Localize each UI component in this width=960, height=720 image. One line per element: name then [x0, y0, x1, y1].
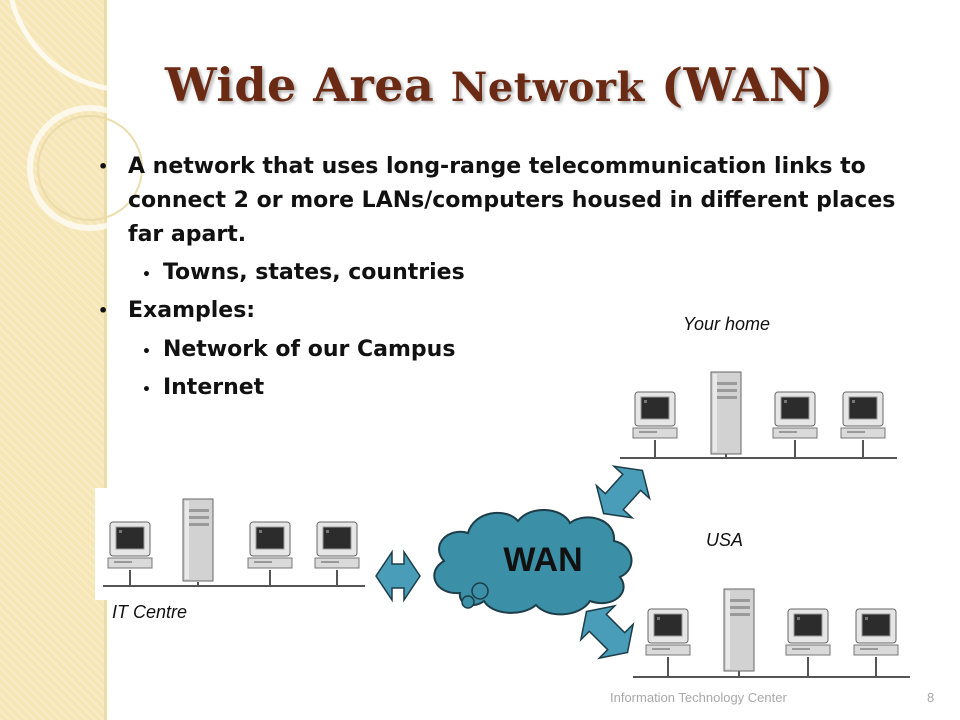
label-usa: USA — [706, 530, 744, 550]
page-number: 8 — [927, 690, 935, 705]
computer-icon — [840, 391, 886, 439]
band-edge — [104, 0, 107, 720]
lan-your-home — [620, 371, 897, 459]
computer-icon — [772, 391, 818, 439]
bullet-dot: • — [142, 344, 151, 360]
server-tower-icon — [723, 588, 755, 672]
server-tower-icon — [710, 371, 742, 455]
bullet-dot: • — [142, 267, 151, 283]
computer-icon — [632, 391, 678, 439]
bullet-dot: • — [142, 382, 151, 398]
bullet-dot: • — [98, 157, 109, 176]
double-arrow-icon — [579, 604, 635, 660]
bullet-examples: • Examples: — [98, 294, 255, 328]
bullet-examples-text: Examples: — [128, 298, 256, 323]
bullet-example-campus: • Network of our Campus — [142, 333, 455, 369]
computer-icon — [247, 521, 293, 569]
label-your-home: Your home — [683, 314, 771, 334]
bullet-example-internet-text: Internet — [162, 375, 265, 400]
lan-it-centre — [95, 488, 370, 600]
bullet-scope: • Towns, states, countries — [142, 256, 465, 292]
label-it-centre: IT Centre — [112, 602, 188, 622]
computer-icon — [314, 521, 360, 569]
wan-label: WAN — [503, 541, 582, 579]
computer-icon — [645, 608, 691, 656]
network-cable-icon — [620, 440, 897, 459]
bullet-definition: • A network that uses long-range telecom… — [98, 150, 918, 252]
network-cable-icon — [633, 657, 910, 678]
bullet-example-campus-text: Network of our Campus — [162, 337, 456, 362]
computer-icon — [107, 521, 153, 569]
double-arrow-icon — [375, 549, 421, 603]
bullet-example-internet: • Internet — [142, 371, 264, 407]
slide-title: Wide Area Network (WAN) — [165, 58, 834, 112]
bullet-dot: • — [98, 301, 109, 320]
computer-icon — [853, 608, 899, 656]
network-cable-icon — [103, 570, 365, 587]
cloud-icon: WAN — [433, 508, 633, 616]
bullet-definition-text: A network that uses long-range telecommu… — [128, 154, 896, 247]
lan-usa — [633, 588, 910, 678]
computer-icon — [785, 608, 831, 656]
decorative-circles — [9, 0, 247, 231]
bullet-scope-text: Towns, states, countries — [162, 260, 465, 285]
double-arrow-icon — [595, 465, 651, 519]
server-tower-icon — [182, 498, 214, 582]
footer-text: Information Technology Center — [610, 690, 787, 705]
